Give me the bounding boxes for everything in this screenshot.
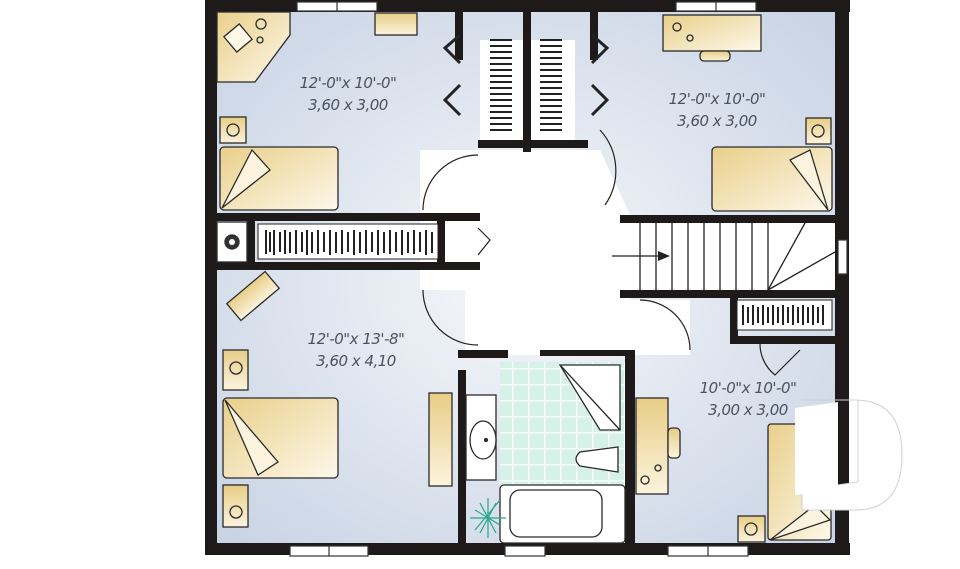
furniture <box>216 11 833 543</box>
logo-watermark <box>795 399 903 511</box>
arrow-right-icon <box>612 251 670 261</box>
door-swings <box>422 129 801 376</box>
windows <box>289 1 848 557</box>
closet-rods <box>257 39 833 331</box>
plant-icon <box>470 498 506 538</box>
room-dimension-imperial: 12'-0"x 10'-0" <box>668 90 766 108</box>
room-dimension-metric: 3,00 x 3,00 <box>708 401 788 419</box>
room-dimension-metric: 3,60 x 3,00 <box>308 96 388 114</box>
room-dimension-metric: 3,60 x 3,00 <box>677 112 757 130</box>
room-label-bedroom-1: 12'-0"x 10'-0" 3,60 x 3,00 <box>268 72 428 116</box>
room-label-bedroom-4: 10'-0"x 10'-0" 3,00 x 3,00 <box>668 377 828 421</box>
room-dimension-imperial: 10'-0"x 10'-0" <box>699 379 797 397</box>
bifold-doors <box>442 33 610 117</box>
room-dimension-imperial: 12'-0"x 13'-8" <box>307 330 405 348</box>
room-label-bedroom-3: 12'-0"x 13'-8" 3,60 x 4,10 <box>276 328 436 372</box>
staircase <box>612 222 836 291</box>
room-dimension-metric: 3,60 x 4,10 <box>316 352 396 370</box>
room-label-bedroom-2: 12'-0"x 10'-0" 3,60 x 3,00 <box>637 88 797 132</box>
room-dimension-imperial: 12'-0"x 10'-0" <box>299 74 397 92</box>
bathroom-fixtures <box>465 364 626 544</box>
